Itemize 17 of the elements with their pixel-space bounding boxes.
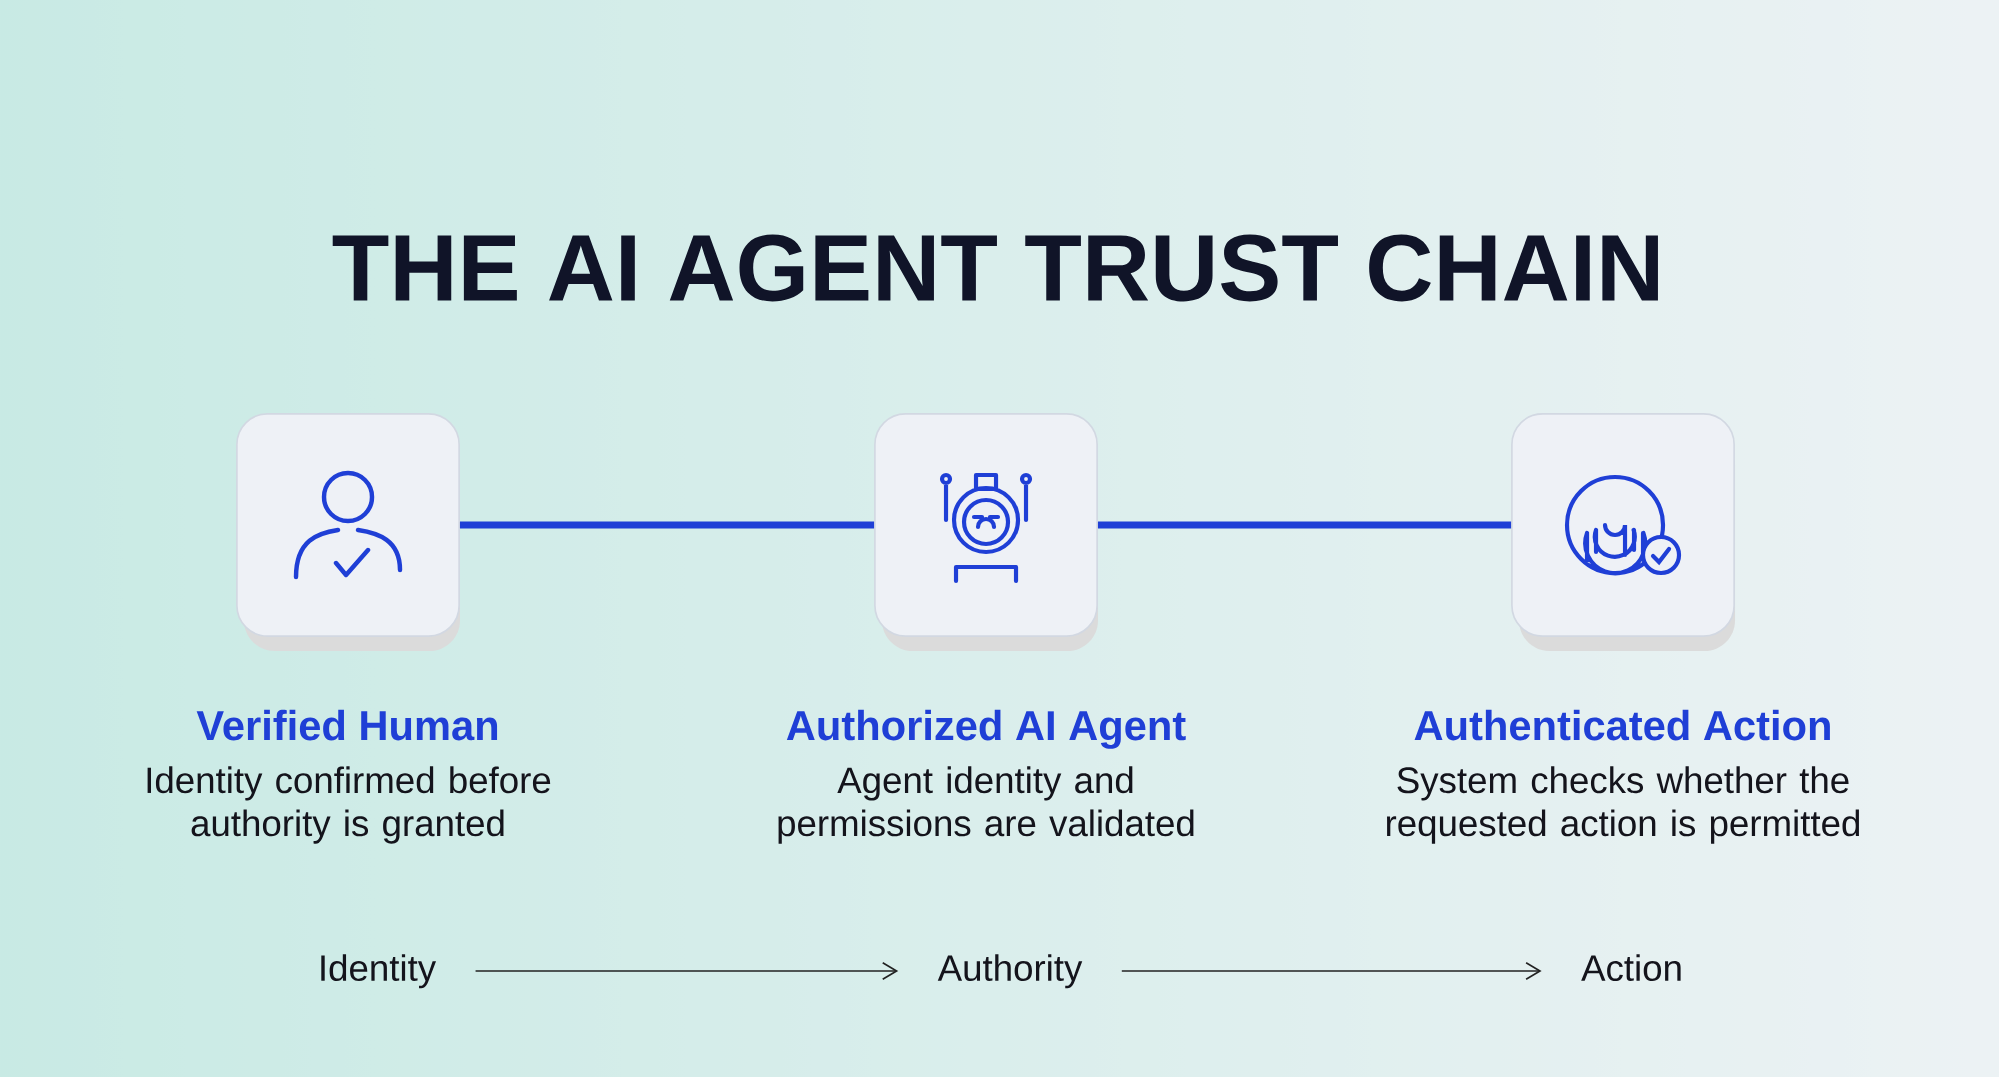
- stage-label: Action: [1581, 954, 1681, 982]
- step-heading: Authenticated Action: [1414, 709, 1830, 741]
- connector: [474, 961, 899, 981]
- step-description: System checks whether the requested action is permitted: [1387, 766, 1859, 844]
- connector: [459, 521, 875, 529]
- title: THE AI AGENT TRUST CHAIN: [332, 234, 1658, 302]
- icon-tile: [874, 413, 1098, 651]
- stage-label: Authority: [937, 954, 1083, 989]
- step-description: Agent identity and permissions are validated: [778, 766, 1194, 844]
- step-heading: Authorized AI Agent: [786, 709, 1186, 749]
- connector: [1097, 521, 1512, 529]
- icon-tile: [1511, 413, 1735, 651]
- stage-label: Identity: [321, 954, 437, 989]
- icon-tile: [236, 413, 460, 651]
- connector: [1120, 961, 1542, 981]
- step-heading: Verified Human: [196, 709, 498, 741]
- step-description: Identity confirmed before authority is granted: [147, 766, 551, 844]
